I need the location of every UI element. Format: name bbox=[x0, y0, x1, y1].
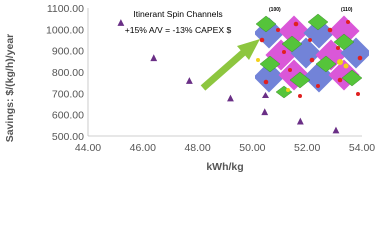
data-point-marker bbox=[332, 126, 340, 134]
x-tick-label: 46.00 bbox=[130, 142, 156, 154]
miller-label-110: (110) bbox=[341, 7, 353, 13]
chart-figure: Savings: $/(kg/h)/year 500.00 600.00 700.0… bbox=[4, 3, 375, 173]
data-point-marker bbox=[150, 54, 158, 62]
y-axis-label: Savings: $/(kg/h)/year bbox=[4, 34, 16, 143]
crystal-structure-image: (100) (110) bbox=[255, 6, 369, 101]
y-tick-label: 800.00 bbox=[52, 67, 84, 79]
y-tick-label: 900.00 bbox=[52, 46, 84, 58]
inset-subtitle: +15% A/V = -13% CAPEX $ bbox=[125, 25, 232, 35]
data-point-marker bbox=[261, 108, 269, 116]
miller-label-100: (100) bbox=[269, 7, 281, 13]
y-tick-label: 700.00 bbox=[52, 88, 84, 100]
data-point-marker bbox=[296, 117, 304, 125]
inset-title: Itinerant Spin Channels bbox=[133, 9, 222, 19]
x-tick-label: 54.00 bbox=[349, 142, 375, 154]
x-tick-label: 50.00 bbox=[239, 142, 265, 154]
data-point-marker bbox=[117, 19, 125, 26]
data-point-marker bbox=[227, 94, 234, 102]
y-tick-label: 1000.00 bbox=[46, 24, 84, 36]
y-tick-label: 600.00 bbox=[52, 110, 84, 122]
y-tick-label: 1100.00 bbox=[47, 3, 84, 15]
scatter-series bbox=[117, 19, 340, 134]
x-tick-label: 44.00 bbox=[75, 142, 101, 154]
x-tick-labels: 44.00 46.00 48.00 50.00 52.00 54.00 bbox=[75, 142, 375, 154]
green-arrow bbox=[200, 39, 260, 91]
y-tick-label: 500.00 bbox=[52, 131, 84, 143]
x-tick-label: 48.00 bbox=[184, 142, 210, 154]
x-tick-label: 52.00 bbox=[294, 142, 320, 154]
x-axis-label: kWh/kg bbox=[206, 161, 243, 173]
y-tick-labels: 500.00 600.00 700.00 800.00 900.00 1000.00 110… bbox=[46, 3, 84, 143]
data-point-marker bbox=[185, 77, 193, 84]
